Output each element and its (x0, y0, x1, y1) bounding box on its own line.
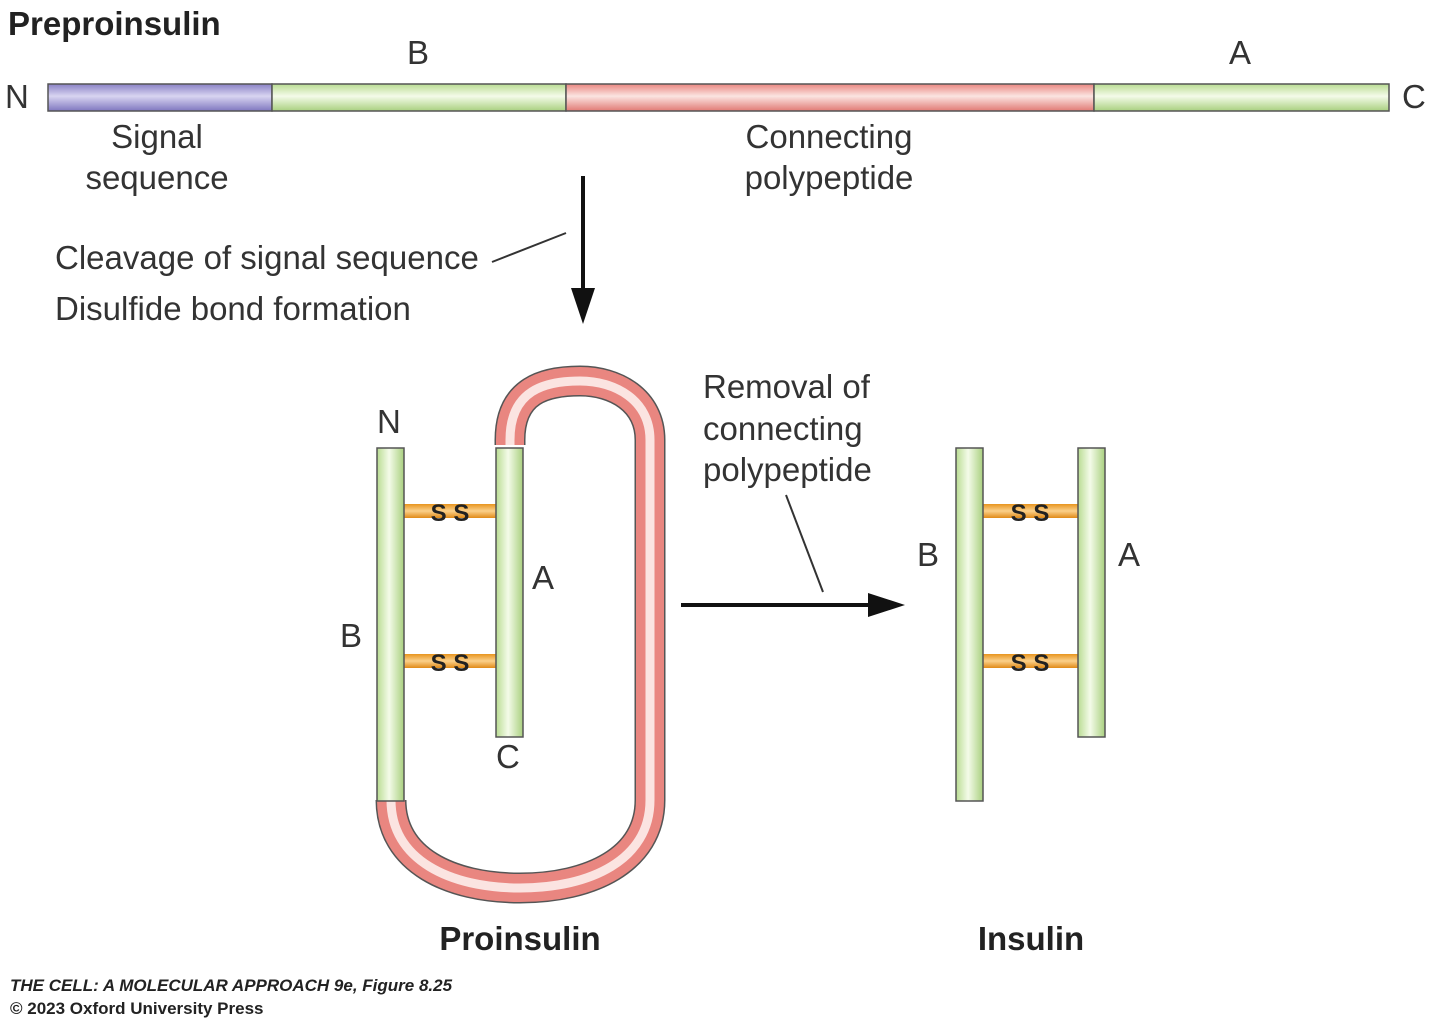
connecting-polypeptide-label-line1: Connecting (746, 118, 913, 155)
figure-title: Preproinsulin (8, 5, 221, 42)
preproinsulin-b-label: B (407, 34, 429, 71)
removal-label-line1: Removal of (703, 368, 871, 405)
signal-sequence-label-line2: sequence (85, 159, 228, 196)
insulin-caption: Insulin (978, 920, 1084, 957)
proinsulin-disulfide-bond-top (404, 504, 496, 518)
proinsulin-b-label: B (340, 617, 362, 654)
removal-label-line3: polypeptide (703, 451, 872, 488)
b-chain-segment (271, 83, 567, 112)
proinsulin-caption: Proinsulin (439, 920, 600, 957)
cleavage-step-label: Cleavage of signal sequence (55, 239, 479, 276)
proinsulin-b-chain (376, 447, 405, 802)
proinsulin-ss-label-bottom: S S (431, 650, 470, 677)
proinsulin-c-terminus-label: C (496, 738, 520, 775)
down-arrow-icon (571, 288, 595, 324)
removal-label-line2: connecting (703, 410, 863, 447)
preproinsulin-c-terminus-label: C (1402, 78, 1426, 115)
insulin-b-chain (955, 447, 984, 802)
a-chain-segment (1093, 83, 1390, 112)
insulin-a-chain (1077, 447, 1106, 738)
insulin-structure (955, 447, 1106, 802)
connecting-polypeptide-label-line2: polypeptide (745, 159, 914, 196)
proinsulin-disulfide-bond-bottom (404, 654, 496, 668)
connecting-polypeptide-segment (565, 83, 1095, 112)
credit-line-2: © 2023 Oxford University Press (10, 999, 263, 1018)
insulin-ss-label-top: S S (1011, 500, 1050, 527)
insulin-disulfide-bond-bottom (983, 654, 1078, 668)
right-arrow-icon (868, 593, 905, 617)
credit-line-1: THE CELL: A MOLECULAR APPROACH 9e, Figur… (10, 976, 453, 995)
proinsulin-n-terminus-label: N (377, 403, 401, 440)
preproinsulin-chain (47, 83, 1390, 112)
insulin-disulfide-bond-top (983, 504, 1078, 518)
proinsulin-a-chain (495, 447, 524, 738)
signal-sequence-label-line1: Signal (111, 118, 203, 155)
proinsulin-loop-highlight (386, 376, 655, 893)
insulin-a-label: A (1118, 536, 1140, 573)
preproinsulin-n-terminus-label: N (5, 78, 29, 115)
step2-leader-line (785, 494, 824, 593)
insulin-ss-label-bottom: S S (1011, 650, 1050, 677)
insulin-b-label: B (917, 536, 939, 573)
disulfide-step-label: Disulfide bond formation (55, 290, 411, 327)
proinsulin-structure (375, 365, 666, 904)
proinsulin-a-label: A (532, 559, 554, 596)
signal-sequence-segment (47, 83, 273, 112)
step1-leader-line (491, 232, 567, 263)
proinsulin-ss-label-top: S S (431, 500, 470, 527)
preproinsulin-a-label: A (1229, 34, 1251, 71)
